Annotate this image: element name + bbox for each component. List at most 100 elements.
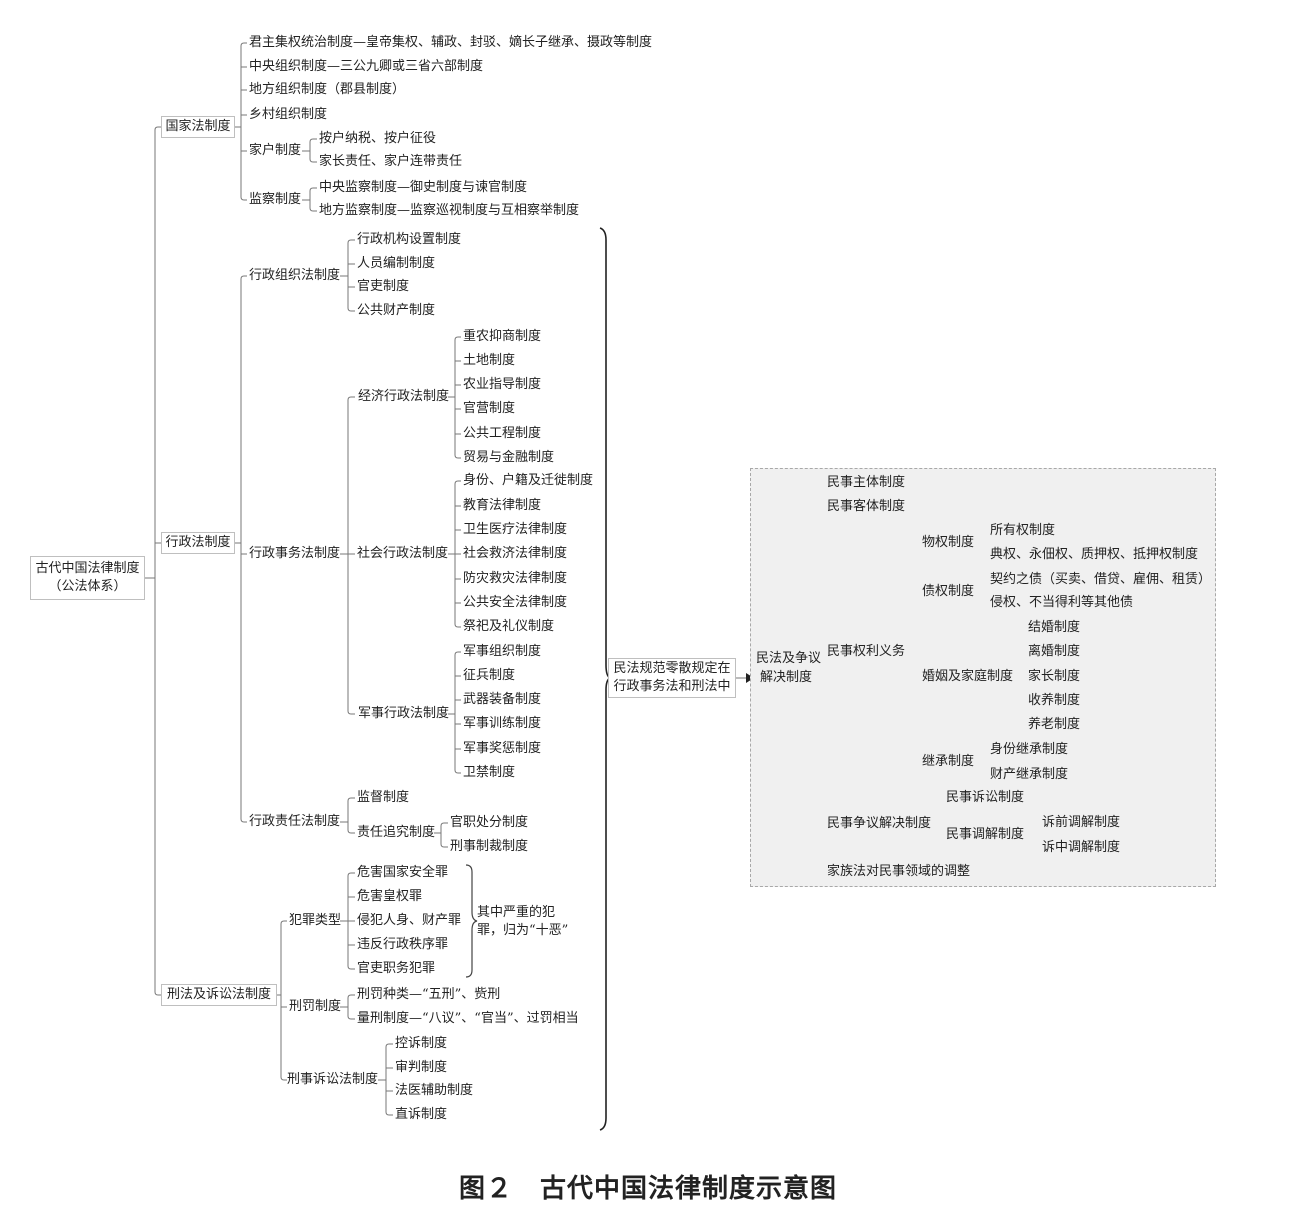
economic-item-2: 土地制度	[463, 353, 516, 368]
bridge-line-2: 行政事务法和刑法中	[613, 679, 731, 694]
state-branch	[240, 42, 247, 47]
org-item-1: 行政机构设置制度	[357, 232, 462, 247]
state-item-1: 君主集权统治制度—皇帝集权、辅政、封驳、嫡长子继承、摄政等制度	[249, 35, 653, 50]
node-civil-rights: 民事权利义务	[827, 644, 906, 659]
root-branch	[154, 991, 161, 996]
node-procedure: 刑事诉讼法制度	[287, 1072, 379, 1087]
node-dispute: 民事争议解决制度	[827, 816, 932, 831]
accountability-item-1: 官职处分制度	[450, 815, 529, 830]
org-item-2: 人员编制制度	[357, 256, 436, 271]
liability-branch	[347, 829, 355, 834]
liability-supervise: 监督制度	[357, 790, 410, 805]
military-item-4: 军事训练制度	[463, 716, 542, 731]
crimes-branch	[347, 965, 355, 970]
ten-abominations-note: 其中严重的犯罪，归为“十恶”	[477, 905, 569, 938]
mediation-item-1: 诉前调解制度	[1042, 815, 1121, 830]
civil-clan: 家族法对民事领域的调整	[827, 864, 971, 879]
civil-root-line-2: 解决制度	[760, 670, 813, 685]
node-supervision: 监察制度	[249, 192, 302, 207]
root-branch	[154, 126, 161, 131]
inheritance-item-1: 身份继承制度	[990, 742, 1069, 757]
node-economic: 经济行政法制度	[358, 389, 450, 404]
org-branch	[347, 239, 355, 244]
civil-law-region	[750, 468, 1216, 887]
node-admin-org: 行政组织法制度	[249, 268, 341, 283]
crime-item-4: 违反行政秩序罪	[357, 937, 449, 952]
node-accountability: 责任追究制度	[357, 825, 436, 840]
economic-item-6: 贸易与金融制度	[463, 450, 555, 465]
liability-branch	[347, 797, 355, 802]
social-item-5: 防灾救灾法律制度	[463, 571, 568, 586]
economic-item-3: 农业指导制度	[463, 377, 542, 392]
crimes-branch	[347, 872, 355, 877]
accountability-item-2: 刑事制裁制度	[450, 839, 529, 854]
social-item-1: 身份、户籍及迁徙制度	[463, 473, 594, 488]
procedure-item-3: 法医辅助制度	[395, 1083, 474, 1098]
social-item-7: 祭祀及礼仪制度	[463, 619, 555, 634]
admin-branch	[240, 818, 247, 823]
economic-branch	[454, 336, 461, 341]
inheritance-item-2: 财产继承制度	[990, 767, 1069, 782]
civil-subject: 民事主体制度	[827, 475, 906, 490]
punishment-item-1: 刑罚种类—“五刑”、赀刑	[357, 987, 501, 1002]
economic-item-5: 公共工程制度	[463, 426, 542, 441]
obligation-item-2: 侵权、不当得利等其他债	[990, 595, 1134, 610]
node-social: 社会行政法制度	[357, 546, 449, 561]
social-branch	[454, 480, 461, 485]
military-branch	[454, 651, 461, 656]
punishment-item-2: 量刑制度—“八议”、“官当”、过罚相当	[357, 1011, 579, 1026]
social-branch	[454, 623, 461, 628]
procedure-item-4: 直诉制度	[395, 1107, 448, 1122]
economic-item-1: 重农抑商制度	[463, 329, 542, 344]
marriage-item-5: 养老制度	[1028, 717, 1081, 732]
supervision-item-2: 地方监察制度—监察巡视制度与互相察举制度	[319, 203, 580, 218]
household-branch	[309, 138, 317, 143]
supervision-branch	[309, 187, 317, 192]
crime-item-3: 侵犯人身、财产罪	[357, 913, 462, 928]
node-admin-law: 行政法制度	[161, 532, 235, 554]
marriage-item-3: 家长制度	[1028, 669, 1081, 684]
marriage-item-4: 收养制度	[1028, 693, 1081, 708]
household-item-1: 按户纳税、按户征役	[319, 131, 437, 146]
node-inheritance: 继承制度	[922, 754, 975, 769]
bridge-node: 民法规范零散规定在 行政事务法和刑法中	[608, 658, 736, 698]
accountability-branch	[440, 843, 448, 848]
node-household: 家户制度	[249, 143, 302, 158]
social-item-4: 社会救济法律制度	[463, 546, 568, 561]
social-item-2: 教育法律制度	[463, 498, 542, 513]
civil-object: 民事客体制度	[827, 499, 906, 514]
civil-root-line-1: 民法及争议	[756, 651, 822, 666]
marriage-item-2: 离婚制度	[1028, 644, 1081, 659]
property-item-1: 所有权制度	[990, 523, 1056, 538]
military-branch	[454, 769, 461, 774]
military-item-6: 卫禁制度	[463, 765, 516, 780]
social-item-6: 公共安全法律制度	[463, 595, 568, 610]
accountability-branch	[440, 822, 448, 827]
procedure-item-2: 审判制度	[395, 1060, 448, 1075]
criminal-branch	[280, 1076, 287, 1081]
affairs-branch	[347, 396, 355, 401]
node-obligation: 债权制度	[922, 584, 975, 599]
state-item-4: 乡村组织制度	[249, 107, 328, 122]
node-admin-liability: 行政责任法制度	[249, 814, 341, 829]
root-node: 古代中国法律制度 （公法体系）	[30, 556, 145, 600]
node-criminal-law: 刑法及诉讼法制度	[161, 984, 277, 1006]
state-branch	[240, 196, 247, 201]
affairs-branch	[347, 710, 355, 715]
mediation-item-2: 诉中调解制度	[1042, 840, 1121, 855]
procedure-item-1: 控诉制度	[395, 1036, 448, 1051]
criminal-branch	[280, 920, 287, 925]
obligation-item-1: 契约之债（买卖、借贷、雇佣、租赁）	[990, 572, 1212, 587]
supervision-item-1: 中央监察制度—御史制度与谏官制度	[319, 180, 528, 195]
property-item-2: 典权、永佃权、质押权、抵押权制度	[990, 547, 1199, 562]
military-item-1: 军事组织制度	[463, 644, 542, 659]
marriage-item-1: 结婚制度	[1028, 620, 1081, 635]
procedure-branch	[385, 1111, 393, 1116]
node-state-law: 国家法制度	[161, 116, 235, 138]
state-item-2: 中央组织制度—三公九卿或三省六部制度	[249, 59, 484, 74]
supervision-branch	[309, 207, 317, 212]
economic-item-4: 官营制度	[463, 401, 516, 416]
military-item-2: 征兵制度	[463, 668, 516, 683]
figure-caption: 图２ 古代中国法律制度示意图	[458, 1174, 837, 1204]
